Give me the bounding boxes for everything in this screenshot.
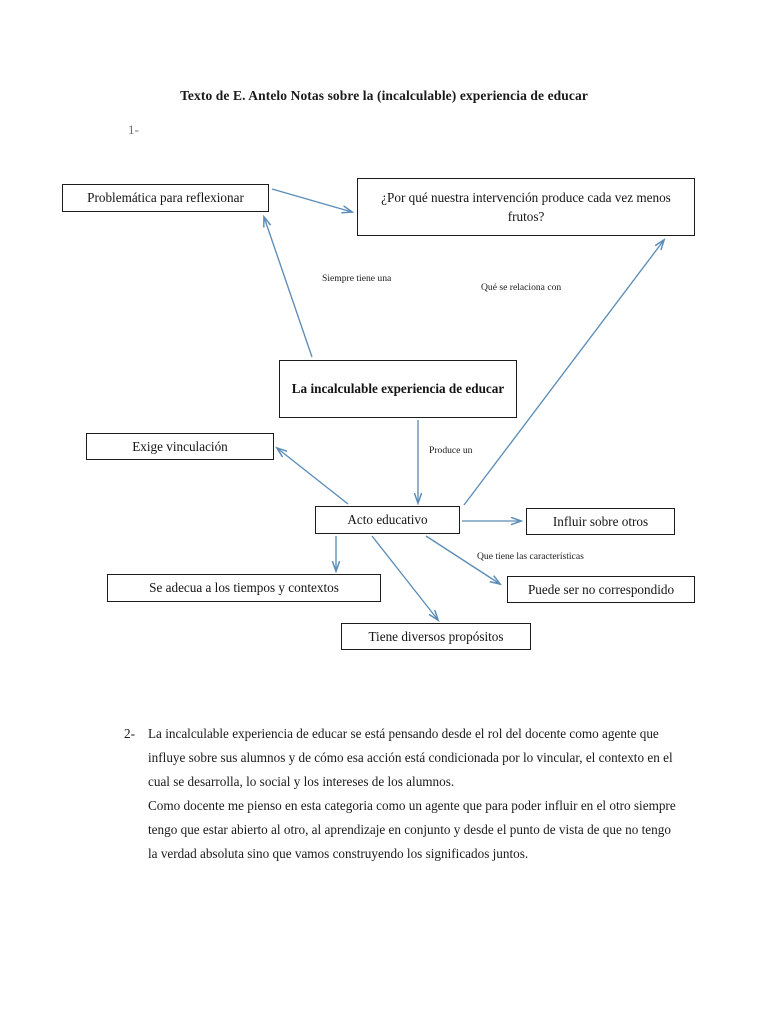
arrow-acto-to-exige — [277, 448, 349, 505]
concept-map-diagram: Problemática para reflexionar ¿Por qué n… — [62, 178, 695, 650]
body-content: 2- La incalculable experiencia de educar… — [124, 722, 680, 866]
edge-label-que-se-relaciona-con: Qué se relaciona con — [481, 282, 562, 293]
arrow-problematica-to-porque — [271, 188, 352, 212]
page-title: Texto de E. Antelo Notas sobre la (incal… — [180, 88, 588, 103]
numbered-item-2: 2- La incalculable experiencia de educar… — [124, 722, 680, 794]
section-marker-2: 2- — [124, 726, 135, 741]
node-tiene-diversos-propositos[interactable]: Tiene diversos propósitos — [341, 623, 531, 650]
node-exige-vinculacion[interactable]: Exige vinculación — [86, 433, 274, 460]
section-marker-1: 1- — [128, 122, 139, 137]
edge-label-siempre-tiene-una: Siempre tiene una — [322, 273, 392, 284]
arrow-acto-to-proposito — [371, 535, 438, 620]
body-paragraph-2: Como docente me pienso en esta categoria… — [148, 798, 676, 862]
node-la-incalculable-experiencia-de-educar[interactable]: La incalculable experiencia de educar — [279, 360, 517, 418]
node-influir-sobre-otros[interactable]: Influir sobre otros — [526, 508, 675, 535]
node-por-que-intervencion[interactable]: ¿Por qué nuestra intervención produce ca… — [357, 178, 695, 236]
edge-label-produce-un: Produce un — [429, 445, 473, 456]
node-acto-educativo[interactable]: Acto educativo — [315, 506, 460, 534]
node-se-adecua-tiempos-contextos[interactable]: Se adecua a los tiempos y contextos — [107, 574, 381, 602]
arrow-central-to-problematica — [264, 217, 313, 358]
node-puede-ser-no-correspondido[interactable]: Puede ser no correspondido — [507, 576, 695, 603]
node-problematica-para-reflexionar[interactable]: Problemática para reflexionar — [62, 184, 269, 212]
body-paragraph-1: La incalculable experiencia de educar se… — [148, 726, 673, 790]
edge-label-que-tiene-las-caracteristicas: Que tiene las características — [477, 551, 584, 562]
